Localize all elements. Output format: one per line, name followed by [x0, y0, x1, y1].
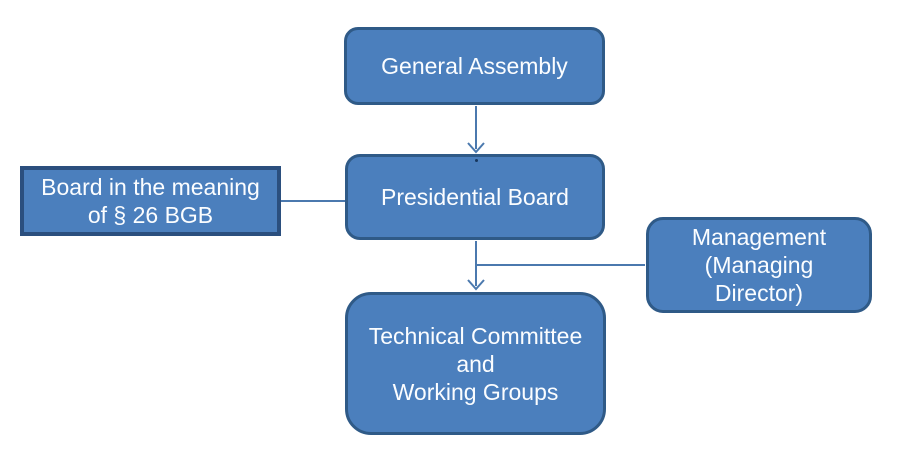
node-general-assembly: General Assembly: [344, 27, 605, 105]
arrowhead-down-icon: [467, 279, 485, 291]
node-management-label-line3: Director): [714, 280, 804, 306]
node-general-assembly-label: General Assembly: [381, 53, 568, 79]
node-board-26-bgb-label-line1: Board in the meaning: [41, 174, 260, 200]
node-management-label-line1: Management: [691, 224, 827, 250]
node-management-label-line2: (Managing: [704, 252, 814, 278]
node-technical-committee-label-line3: Working Groups: [392, 378, 559, 405]
node-board-26-bgb-label-line2: of § 26 BGB: [87, 202, 214, 228]
connector-endpoint-dot: [475, 159, 478, 162]
arrowhead-down-icon: [467, 142, 485, 154]
node-technical-committee-label-line1: Technical Committee: [368, 322, 583, 349]
node-technical-committee-label-line2: and: [456, 350, 495, 377]
node-presidential-board: Presidential Board: [345, 154, 605, 240]
node-technical-committee: Technical Committee and Working Groups: [345, 292, 606, 435]
node-board-26-bgb: Board in the meaning of § 26 BGB: [20, 166, 281, 236]
node-presidential-board-label: Presidential Board: [381, 184, 569, 210]
node-management: Management (Managing Director): [646, 217, 872, 313]
